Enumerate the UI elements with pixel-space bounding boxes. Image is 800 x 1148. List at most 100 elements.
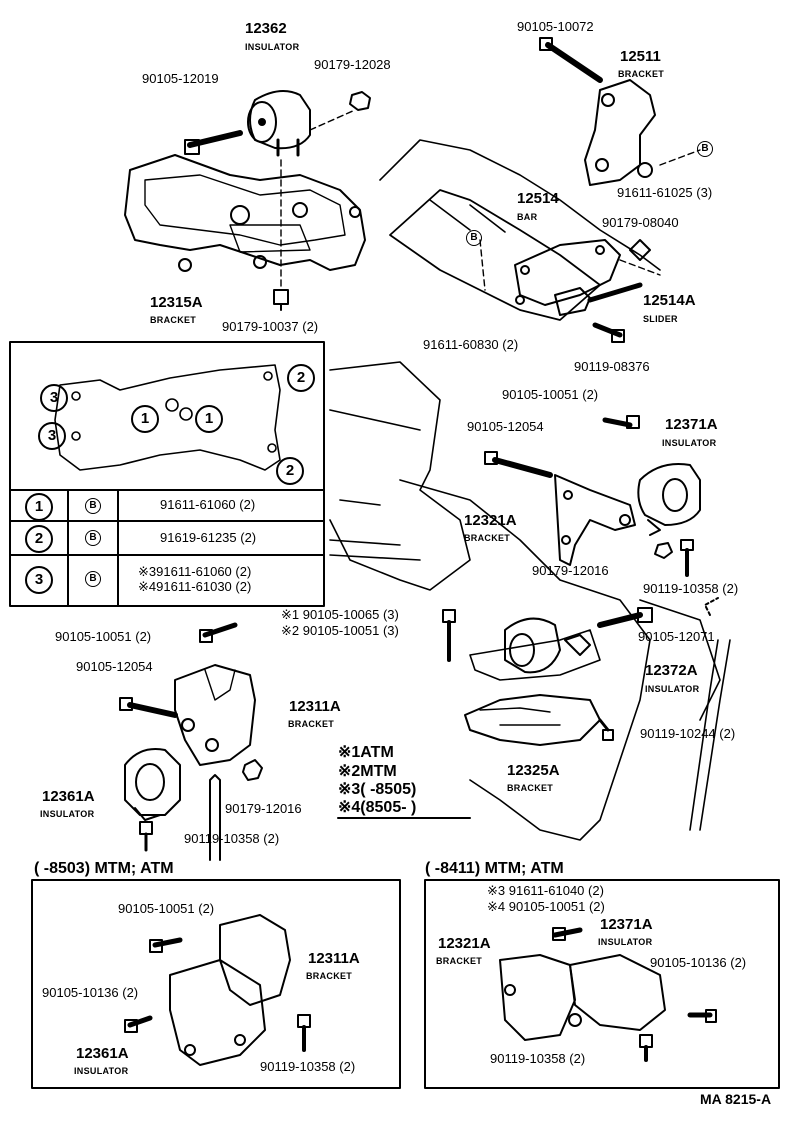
gasket-outline [54, 364, 281, 471]
bolt-90105-10065 [442, 609, 456, 662]
inset-right-title: ( -8411) MTM; ATM [425, 860, 564, 877]
table-row-1-mark: 1 [25, 493, 53, 521]
bolt-symbol-b-2: B [466, 230, 482, 246]
mark-2-b: 2 [276, 457, 304, 485]
engine-outline [329, 139, 721, 841]
part-12514A-name: SLIDER [643, 314, 678, 324]
part-90105-10065: ※1 90105-10065 (3) [281, 607, 399, 622]
insulator-12362 [247, 90, 311, 157]
inset-left-12311A-name: BRACKET [306, 971, 353, 981]
inset-box-right [424, 879, 780, 1089]
nut-90179-12016-top [654, 542, 673, 559]
part-12372A-number: 12372A [645, 662, 698, 679]
mark-3-b: 3 [38, 422, 66, 450]
part-90105-12054-left: 90105-12054 [76, 659, 153, 674]
inset-left-12361A-number: 12361A [76, 1045, 129, 1062]
bolt-90119-10358-top [680, 539, 694, 577]
inset-left-title: ( -8503) MTM; ATM [34, 860, 174, 877]
part-12321A-top-name: BRACKET [464, 533, 511, 543]
part-12514A-number: 12514A [643, 292, 696, 309]
part-12325A-name: BRACKET [507, 783, 554, 793]
table-row-3-mark: 3 [25, 566, 53, 594]
bolt-90119-08376 [592, 322, 625, 343]
table-row-3-symbol: B [85, 571, 101, 587]
part-90179-12028: 90179-12028 [314, 57, 391, 72]
nut-90179-12016-left [242, 759, 263, 781]
table-row-2-symbol: B [85, 530, 101, 546]
mark-2-a: 2 [287, 364, 315, 392]
bolt-90105-12054-top [484, 451, 553, 478]
part-12311A-left-number: 12311A [289, 698, 341, 715]
insulator-12372A [469, 617, 601, 681]
part-90105-10051-top: 90105-10051 (2) [502, 387, 599, 402]
part-90119-10358-left: 90119-10358 (2) [184, 831, 280, 846]
bracket-12311A-left [174, 664, 256, 766]
part-90179-10037: 90179-10037 (2) [222, 319, 319, 334]
bolt-90105-10051-left [199, 622, 238, 643]
table-row-1-part: 91611-61060 (2) [160, 497, 256, 512]
inset-left-parts [124, 914, 311, 1066]
mark-3-a: 3 [40, 384, 68, 412]
table-row-2-mark: 2 [25, 525, 53, 553]
inset-left-90119-10358: 90119-10358 (2) [260, 1059, 356, 1074]
inset-right-91611-61040: ※3 91611-61040 (2) [487, 883, 604, 898]
part-90105-12054-top: 90105-12054 [467, 419, 544, 434]
inset-right-90105-10051: ※4 90105-10051 (2) [487, 899, 605, 914]
bracket-12321A-top [554, 474, 636, 566]
part-91611-61025: 91611-61025 (3) [617, 185, 713, 200]
bar-12514 [514, 239, 621, 306]
nut-90179-12028 [349, 91, 371, 111]
inset-right-parts [499, 927, 717, 1062]
part-90105-10051-left: 90105-10051 (2) [55, 629, 152, 644]
bolt-90105-10051-top [602, 415, 640, 429]
part-90179-12016-top: 90179-12016 [532, 563, 609, 578]
slider-12514A [554, 282, 643, 316]
part-12311A-left-name: BRACKET [288, 719, 335, 729]
inset-left-12311A-number: 12311A [308, 950, 360, 967]
part-12371A-top-number: 12371A [665, 416, 718, 433]
inset-right-12321A-number: 12321A [438, 935, 491, 952]
table-row-3-part-a: ※391611-61060 (2) [138, 564, 252, 579]
bolt-table-box [9, 341, 325, 607]
mark-1-a: 1 [131, 405, 159, 433]
part-12514-name: BAR [517, 212, 538, 222]
part-12315A-number: 12315A [150, 294, 203, 311]
part-12321A-top-number: 12321A [464, 512, 517, 529]
part-90105-10051-mid: ※2 90105-10051 (3) [281, 623, 399, 638]
inset-right-12371A-number: 12371A [600, 916, 653, 933]
part-12361A-left-number: 12361A [42, 788, 95, 805]
part-91611-60830: 91611-60830 (2) [423, 337, 519, 352]
bracket-12325A [464, 694, 601, 746]
mark-1-b: 1 [195, 405, 223, 433]
part-90119-10244: 90119-10244 (2) [640, 726, 736, 741]
bolt-90105-10072 [539, 37, 603, 83]
bolt-90105-12054-left [119, 697, 178, 718]
inset-right-90105-10136: 90105-10136 (2) [650, 955, 747, 970]
table-row-1-symbol: B [85, 498, 101, 514]
part-12372A-name: INSULATOR [645, 684, 700, 694]
insulator-12361A-left [124, 748, 181, 821]
bolt-90105-12019 [184, 130, 243, 155]
nut-90179-10037 [273, 289, 289, 311]
part-90179-08040: 90179-08040 [602, 215, 679, 230]
part-12315A-name: BRACKET [150, 315, 197, 325]
nut-90179-08040 [629, 239, 651, 261]
part-12514-number: 12514 [517, 190, 559, 207]
inset-right-12371A-name: INSULATOR [598, 937, 653, 947]
table-row-2-part: 91619-61235 (2) [160, 530, 257, 545]
footer-code: MA 8215-A [700, 1091, 772, 1107]
inset-box-left [31, 879, 401, 1089]
bracket-12315A [124, 154, 366, 272]
part-90105-10072: 90105-10072 [517, 19, 594, 34]
bracket-12511 [584, 79, 656, 186]
part-12362-name: INSULATOR [245, 42, 300, 52]
note-1: ※1ATM [338, 744, 394, 761]
inset-left-90105-10051: 90105-10051 (2) [118, 901, 215, 916]
bolt-90119-10358-left [139, 821, 153, 852]
insulator-12371A-top [637, 463, 701, 536]
part-90105-12019: 90105-12019 [142, 71, 219, 86]
part-12362-number: 12362 [245, 20, 287, 37]
bolt-symbol-b: B [697, 141, 713, 157]
part-90119-10358-top: 90119-10358 (2) [643, 581, 739, 596]
